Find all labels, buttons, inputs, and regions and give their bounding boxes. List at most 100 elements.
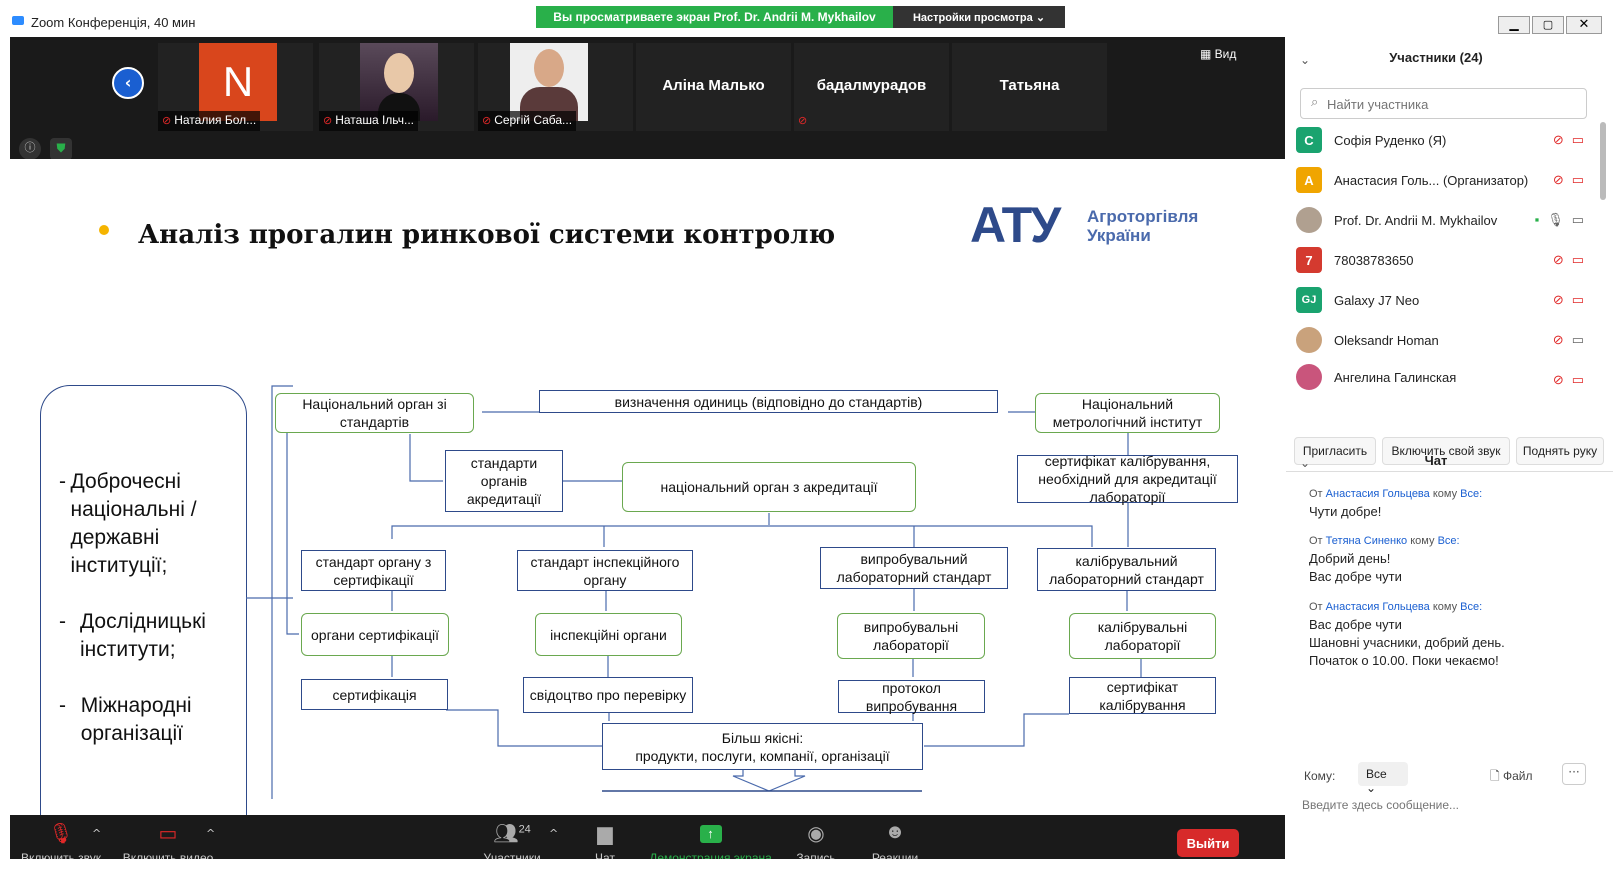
flow-box-calibration-certificate: сертифікат калібрування bbox=[1069, 677, 1216, 714]
invite-button[interactable]: Пригласить bbox=[1294, 437, 1376, 465]
mic-off-icon: ⊘ bbox=[798, 115, 808, 127]
raise-hand-button[interactable]: Поднять руку bbox=[1516, 437, 1604, 465]
reactions-button[interactable]: ☻Реакции bbox=[865, 821, 925, 859]
mic-off-icon: ⊘ bbox=[323, 115, 333, 127]
screen-share-icon: ▪🎙︎▭ bbox=[1534, 212, 1592, 227]
message-header: От Тетяна Синенко кому Все: bbox=[1309, 535, 1460, 547]
slide-title: Аналіз прогалин ринкової системи контрол… bbox=[138, 220, 836, 250]
chat-title: Чат bbox=[1424, 453, 1448, 468]
maximize-button[interactable]: ▢ bbox=[1532, 16, 1564, 34]
to-label: Кому: bbox=[1304, 769, 1336, 783]
start-video-button[interactable]: ▭Включить видео bbox=[120, 821, 216, 859]
mic-video-off-icons: ⊘▭ bbox=[1552, 252, 1592, 267]
video-strip: ‹ N ⊘Наталия Бол... ⊘Наташа Ільч... ⊘Сер… bbox=[10, 37, 1285, 160]
message-header: От Анастасия Гольцева кому Все: bbox=[1309, 488, 1483, 500]
strip-prev-button[interactable]: ‹ bbox=[112, 67, 144, 99]
video-tile[interactable]: ⊘Наташа Ільч... bbox=[319, 43, 474, 131]
chat-button[interactable]: ▆Чат bbox=[583, 821, 627, 859]
view-button[interactable]: ▦ Вид bbox=[1200, 47, 1236, 61]
audio-options-caret[interactable]: ^ bbox=[92, 827, 102, 840]
video-tile[interactable]: Аліна Малько bbox=[636, 43, 791, 131]
search-icon: ⌕ bbox=[1311, 95, 1319, 110]
window-titlebar: Zoom Конференція, 40 мин Вы просматривае… bbox=[0, 0, 1613, 40]
more-options-icon[interactable]: ··· bbox=[1562, 763, 1586, 785]
logo-text-line: України bbox=[1087, 226, 1151, 245]
message-sender[interactable]: Анастасия Гольцева bbox=[1325, 488, 1430, 500]
video-options-caret[interactable]: ^ bbox=[206, 827, 216, 840]
mic-off-icon: 🎙︎ bbox=[48, 823, 74, 845]
recipient-select[interactable]: Все ⌄ bbox=[1358, 762, 1408, 795]
message-sender[interactable]: Тетяна Синенко bbox=[1325, 535, 1408, 547]
flow-box-cert-bodies: органи сертифікації bbox=[301, 613, 449, 656]
meeting-toolbar: 🎙︎Включить звук ^ ▭Включить видео ^ 👥︎24… bbox=[10, 815, 1285, 859]
meeting-area: ‹ N ⊘Наталия Бол... ⊘Наташа Ільч... ⊘Сер… bbox=[10, 37, 1285, 859]
message-text: Добрий день! bbox=[1309, 551, 1391, 566]
avatar: N bbox=[199, 43, 277, 121]
avatar bbox=[1296, 327, 1322, 353]
video-tile[interactable]: Татьяна bbox=[952, 43, 1107, 131]
avatar bbox=[360, 43, 438, 121]
flow-box-test-protocol: протокол випробування bbox=[838, 680, 985, 714]
search-input[interactable] bbox=[1327, 93, 1577, 115]
view-settings-button[interactable]: Настройки просмотра ⌄ bbox=[893, 6, 1065, 28]
list-item: -Дослідницькі інститути; bbox=[59, 610, 206, 661]
flow-box-calibration-cert-required: сертифікат калібрування, необхідний для … bbox=[1017, 453, 1238, 505]
chat-message: От Тетяна Синенко кому Все: Добрий день!… bbox=[1309, 532, 1460, 586]
participants-scrollbar[interactable] bbox=[1600, 122, 1606, 200]
tile-label: Наталия Бол... bbox=[174, 113, 257, 127]
video-tile[interactable]: ⊘Сергій Саба... bbox=[478, 43, 633, 131]
quality-line: Більш якісні: bbox=[721, 729, 804, 746]
unmute-button[interactable]: 🎙︎Включить звук bbox=[20, 823, 102, 859]
zoom-app-icon bbox=[12, 16, 24, 25]
flow-box-higher-quality: Більш якісні: продукти, послуги, компані… bbox=[602, 723, 923, 770]
record-icon: ◉ bbox=[807, 823, 825, 845]
info-icon[interactable]: ⓘ bbox=[19, 138, 41, 160]
shield-icon[interactable]: ⛊ bbox=[50, 138, 72, 160]
video-tile[interactable]: N ⊘Наталия Бол... bbox=[158, 43, 313, 131]
video-tile[interactable]: бадалмурадов ⊘ bbox=[794, 43, 949, 131]
mic-video-off-icons: ⊘▭ bbox=[1552, 132, 1592, 147]
participant-name: Софія Руденко (Я) bbox=[1334, 132, 1447, 148]
collapse-participants-icon[interactable]: ⌄ bbox=[1300, 53, 1311, 67]
participant-row[interactable]: Oleksandr Homan⊘▭ bbox=[1296, 320, 1586, 360]
flow-box-units: визначення одиниць (відповідно до станда… bbox=[539, 390, 998, 413]
flow-box-accreditation-standards: стандарти органів акредитації bbox=[445, 450, 563, 512]
participants-title: Участники (24) bbox=[1389, 50, 1483, 65]
message-sender[interactable]: Анастасия Гольцева bbox=[1325, 601, 1430, 613]
participants-options-caret[interactable]: ^ bbox=[549, 827, 559, 840]
participant-row[interactable]: Ангелина Галинская⊘▭ bbox=[1296, 360, 1586, 394]
share-screen-button[interactable]: ↑Демонстрация экрана bbox=[648, 821, 773, 859]
file-button[interactable]: 🗋︎ Файл bbox=[1490, 769, 1533, 783]
chat-message: От Анастасия Гольцева кому Все: Чути доб… bbox=[1309, 485, 1482, 521]
chat-message-input[interactable] bbox=[1302, 794, 1592, 816]
record-button[interactable]: ◉Запись bbox=[790, 821, 842, 859]
shared-screen-slide: Аналіз прогалин ринкової системи контрол… bbox=[10, 159, 1260, 845]
flow-box-inspection-certificate: свідоцтво про перевірку bbox=[523, 677, 693, 713]
leave-button[interactable]: Выйти bbox=[1177, 829, 1239, 857]
participant-name: Prof. Dr. Andrii M. Mykhailov bbox=[1334, 212, 1498, 228]
collapse-chat-icon[interactable]: ⌄ bbox=[1300, 456, 1311, 470]
participant-search[interactable]: ⌕ bbox=[1300, 88, 1587, 119]
reactions-icon: ☻ bbox=[884, 821, 906, 843]
list-item: -Міжнародні організації bbox=[59, 694, 192, 745]
unmute-self-button[interactable]: Включить свой звук bbox=[1382, 437, 1510, 465]
participant-name: Ангелина Галинская bbox=[1334, 369, 1457, 385]
participants-icon: 👥︎24 bbox=[493, 823, 531, 845]
participant-name: Анастасия Голь... (Организатор) bbox=[1334, 172, 1529, 188]
mic-video-off-icons: ⊘▭ bbox=[1552, 292, 1592, 307]
participant-name: Oleksandr Homan bbox=[1334, 332, 1439, 348]
flow-box-inspection-bodies: інспекційні органи bbox=[535, 613, 682, 656]
chevron-down-icon: ⌄ bbox=[1366, 781, 1377, 795]
participant-name: Galaxy J7 Neo bbox=[1334, 292, 1420, 308]
flow-box-calibration-standard: калібрувальний лабораторний стандарт bbox=[1037, 548, 1216, 591]
minimize-button[interactable]: ▁ bbox=[1498, 16, 1530, 34]
close-button[interactable]: ✕ bbox=[1566, 16, 1602, 34]
participant-row[interactable]: Prof. Dr. Andrii M. Mykhailov▪🎙︎▭ bbox=[1296, 200, 1586, 240]
avatar: A bbox=[1296, 167, 1322, 193]
